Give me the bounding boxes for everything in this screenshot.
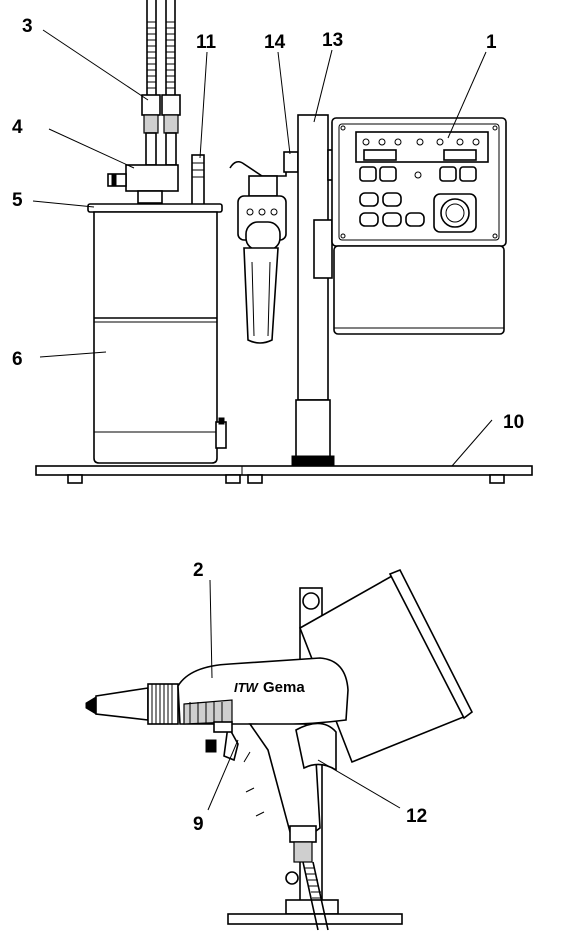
- suction-hoses: [141, 0, 181, 166]
- gun-holder: [229, 151, 299, 344]
- logo-prefix: ITW: [234, 680, 260, 695]
- callout-9: 9: [193, 814, 204, 835]
- callout-11: 11: [196, 32, 217, 53]
- injector: [107, 164, 179, 204]
- logo-name: Gema: [263, 679, 305, 696]
- powder-container: [87, 203, 227, 464]
- stand: [291, 114, 335, 467]
- gun-hose: [289, 825, 329, 931]
- callout-1: 1: [486, 32, 497, 53]
- callout-labels: 1 2 3 4 5 6 9 10 11 12 13 14: [12, 16, 524, 835]
- itw-gema-logo: ITW Gema: [234, 679, 305, 696]
- connector-fitting: [191, 154, 205, 206]
- callout-13: 13: [322, 30, 343, 51]
- leader-lines: [32, 29, 493, 811]
- callout-6: 6: [12, 349, 23, 370]
- callout-14: 14: [264, 32, 286, 53]
- callout-4: 4: [12, 117, 23, 138]
- callout-10: 10: [503, 412, 524, 433]
- control-unit: [331, 117, 507, 335]
- callout-5: 5: [12, 190, 23, 211]
- spray-gun: [85, 657, 349, 836]
- callout-3: 3: [22, 16, 33, 37]
- callout-2: 2: [193, 560, 204, 581]
- base-plate: [35, 465, 533, 484]
- callout-12: 12: [406, 806, 427, 827]
